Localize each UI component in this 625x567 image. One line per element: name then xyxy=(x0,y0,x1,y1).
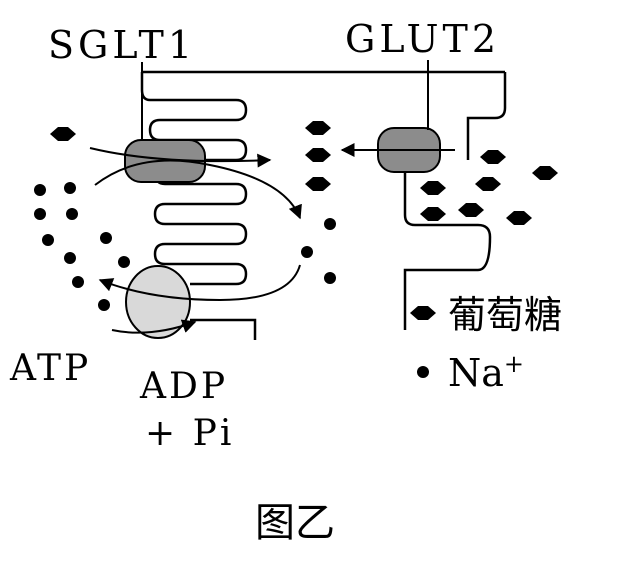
na-dot xyxy=(72,276,84,288)
na-dot xyxy=(98,299,110,311)
glucose-icon xyxy=(305,148,331,162)
sglt1-label: SGLT1 xyxy=(48,23,196,67)
adp-label: ADP xyxy=(139,366,228,407)
glucose-icon xyxy=(50,127,76,141)
atpase-pump xyxy=(125,265,191,339)
na-dot xyxy=(301,246,313,258)
na-dot xyxy=(34,184,46,196)
pi-label: + Pi xyxy=(145,413,234,454)
sglt1-na-arrow xyxy=(94,159,302,220)
na-dot xyxy=(64,252,76,264)
glucose-icon xyxy=(305,121,331,135)
na-dot xyxy=(34,208,46,220)
pump-na-arrow xyxy=(98,264,301,302)
glucose-icon xyxy=(532,166,558,180)
glucose-icon xyxy=(480,150,506,164)
na-dot xyxy=(64,182,76,194)
figure-caption: 图乙 xyxy=(255,500,335,546)
sodium-ions xyxy=(34,182,336,311)
atp-hydrolysis-arrow xyxy=(111,319,197,334)
na-dot xyxy=(42,234,54,246)
glut2-label: GLUT2 xyxy=(345,17,500,61)
glucose-icon xyxy=(420,207,446,221)
na-dot xyxy=(66,208,78,220)
glucose-icon xyxy=(420,181,446,195)
flow-arrows xyxy=(89,143,455,334)
glucose-icon xyxy=(475,177,501,191)
atp-label: ATP xyxy=(9,348,91,389)
legend-na-icon xyxy=(417,366,429,378)
glucose-icon xyxy=(305,177,331,191)
glucose-molecules xyxy=(50,121,558,225)
legend-glucose-label: 葡萄糖 xyxy=(448,293,562,337)
legend: 葡萄糖 Na+ xyxy=(410,293,562,395)
glucose-icon xyxy=(458,203,484,217)
cell-membrane xyxy=(140,70,507,340)
na-dot xyxy=(118,256,130,268)
na-dot xyxy=(100,232,112,244)
glut2-transporter xyxy=(377,60,441,173)
legend-glucose-icon xyxy=(410,306,436,320)
na-dot xyxy=(324,218,336,230)
na-dot xyxy=(324,272,336,284)
legend-na-label: Na+ xyxy=(448,350,524,395)
glucose-icon xyxy=(506,211,532,225)
